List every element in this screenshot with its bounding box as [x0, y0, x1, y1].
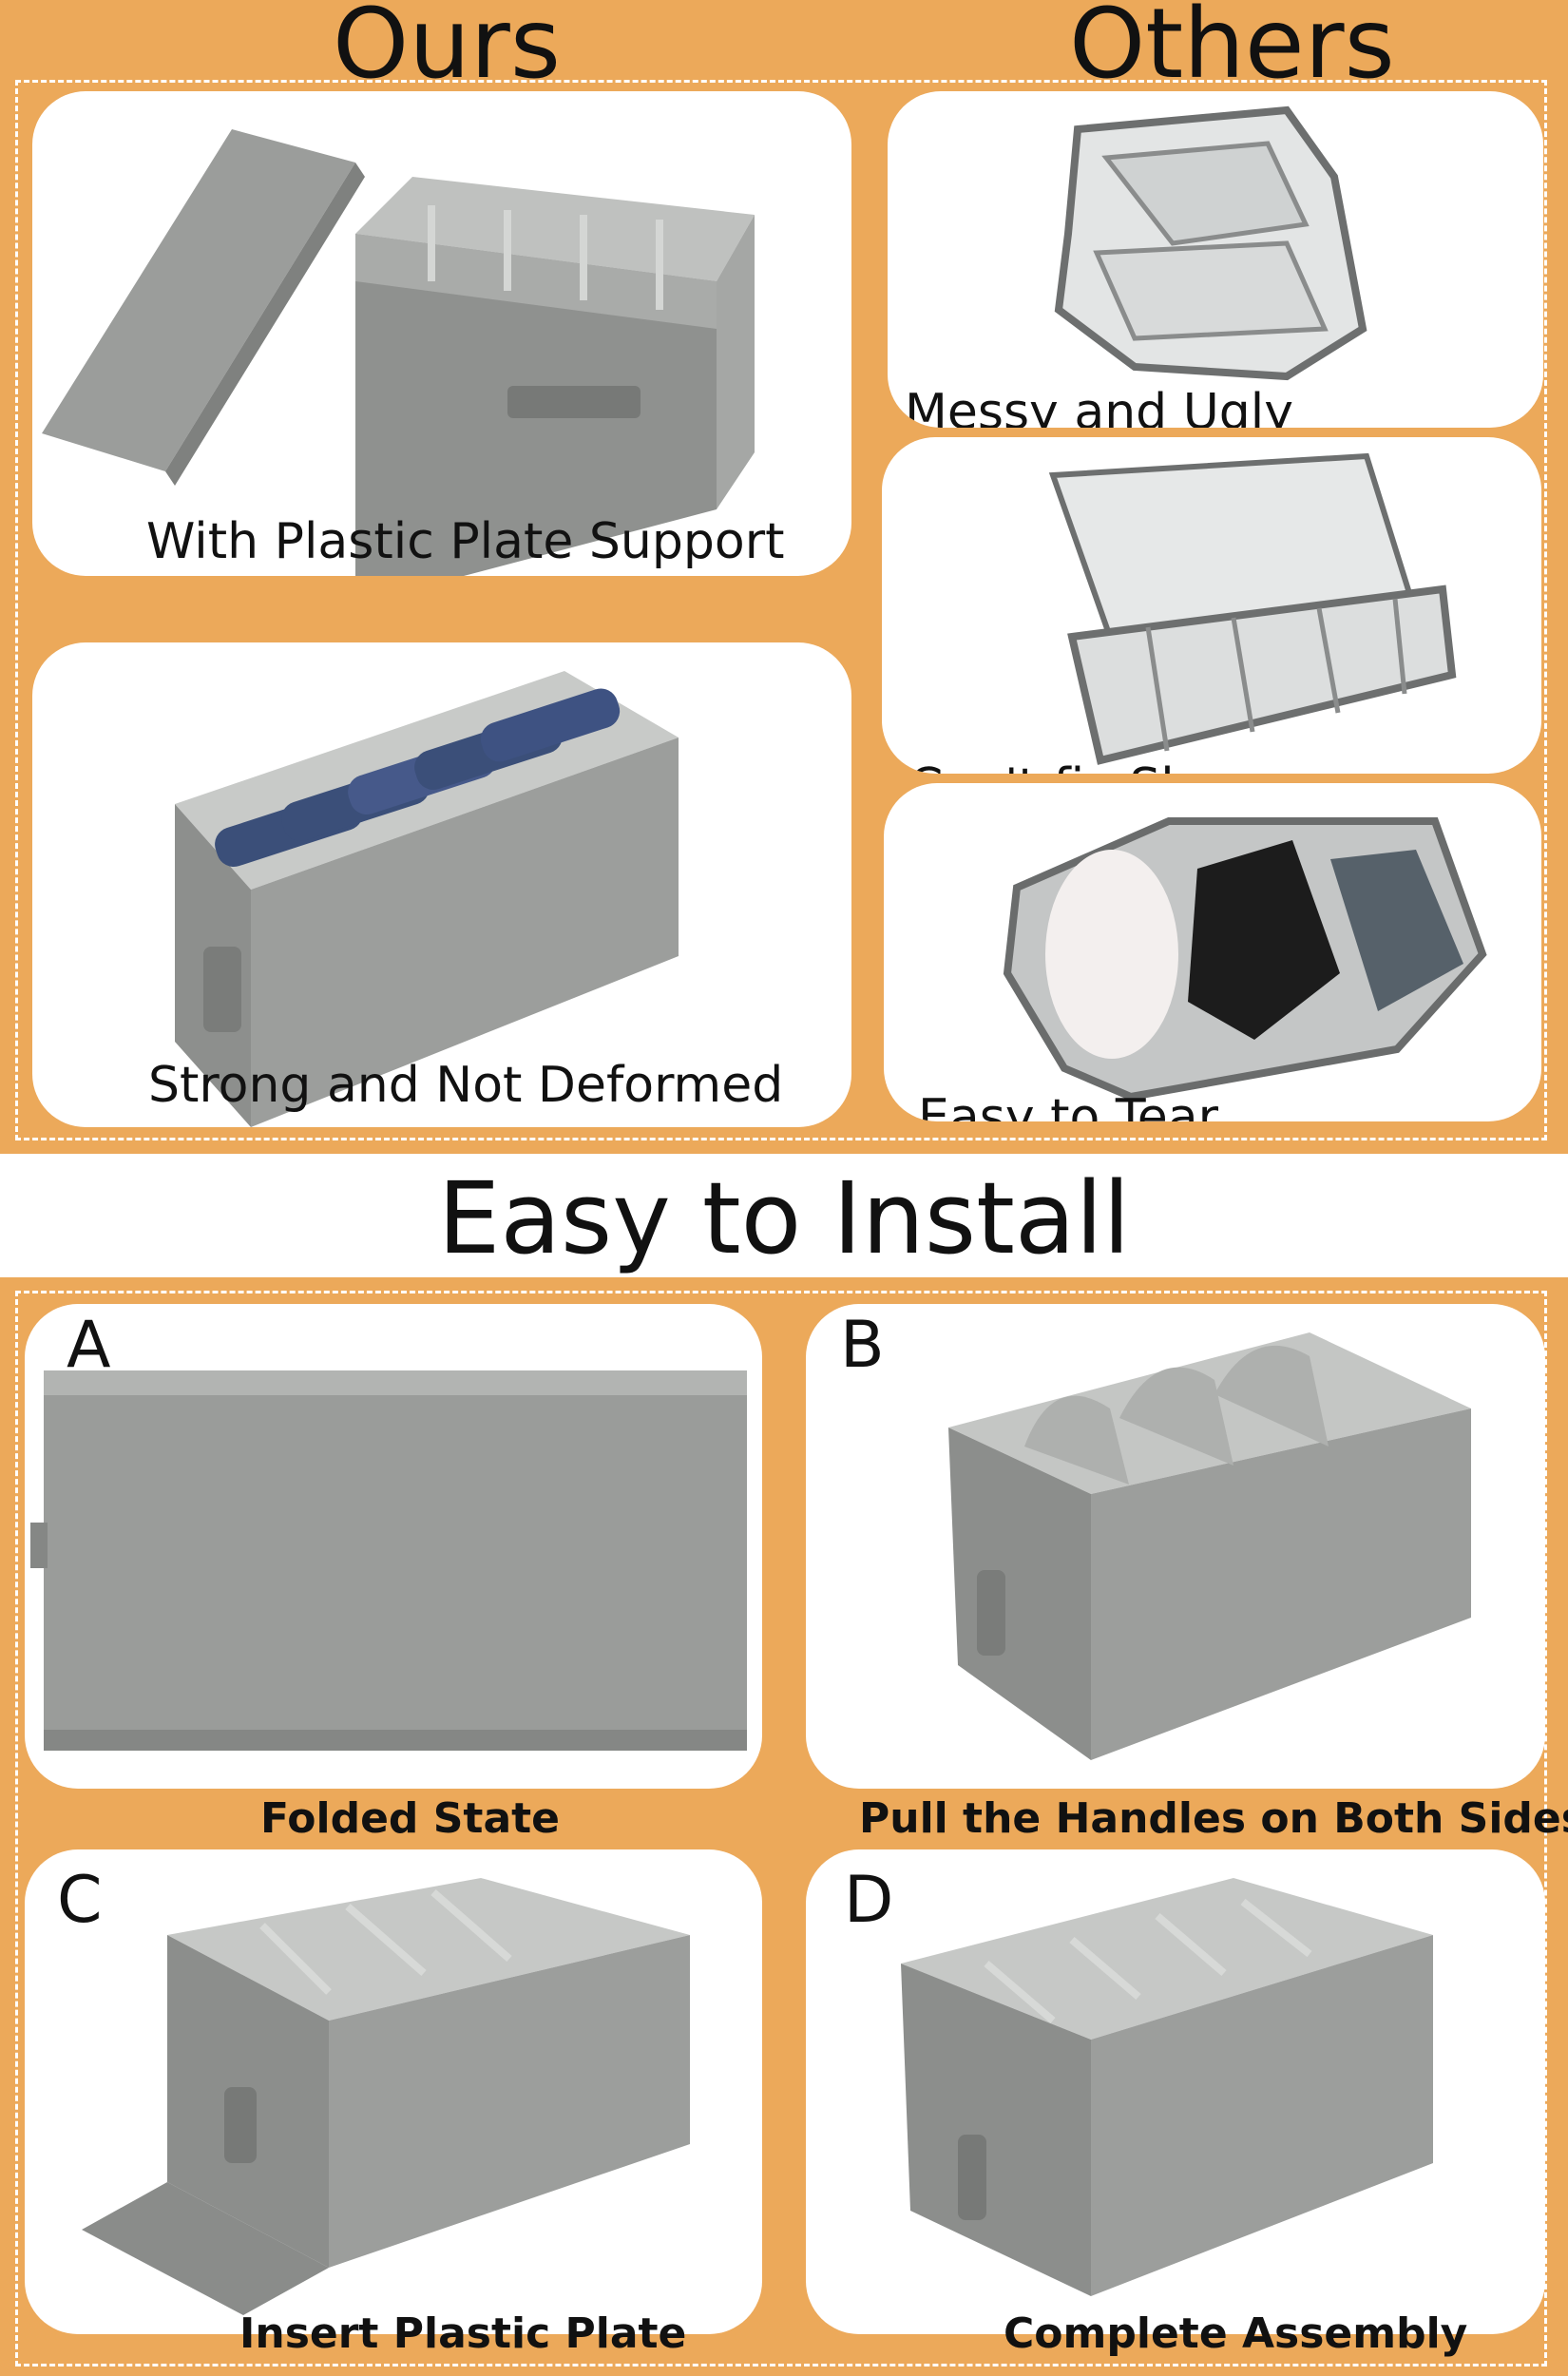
gray-storage-box-with-lid-image — [42, 129, 755, 576]
collapsed-mesh-organizer-image — [1054, 105, 1367, 381]
step-d-letter: D — [844, 1863, 894, 1938]
ours-heading: Ours — [333, 0, 562, 101]
others-caption-1: Messy and Ugly — [905, 384, 1293, 428]
flattened-mesh-organizer-image — [1048, 452, 1457, 765]
others-card-messy: Messy and Ugly — [888, 91, 1543, 428]
ours-card-plate-support: With Plastic Plate Support — [32, 91, 851, 576]
step-b-caption: Pull the Handles on Both Sides — [859, 1794, 1568, 1843]
others-caption-2: Can't fix Shape — [908, 762, 1284, 774]
step-d-caption: Complete Assembly — [1004, 2309, 1468, 2358]
others-heading: Others — [1069, 0, 1395, 101]
step-d-card: D — [806, 1849, 1545, 2334]
gray-storage-box-with-folded-jeans-image — [175, 671, 679, 1127]
dashed-border — [15, 1291, 1547, 2366]
others-card-tear: Easy to Tear — [884, 783, 1541, 1121]
install-title-bar: Easy to Install — [0, 1154, 1568, 1277]
step-b-card: B — [806, 1304, 1545, 1789]
others-card-shape: Can't fix Shape — [882, 437, 1541, 774]
dashed-border — [15, 80, 1547, 1140]
step-c-letter: C — [57, 1863, 103, 1938]
assembled-storage-box-image — [901, 1878, 1433, 2296]
step-c-card: C — [25, 1849, 762, 2334]
box-with-plate-inserted-image — [82, 1878, 690, 2315]
step-c-caption: Insert Plastic Plate — [239, 2309, 687, 2358]
install-steps-section: A Folded State B Pull the Handles on Bot… — [0, 1277, 1568, 2376]
others-caption-3: Easy to Tear — [918, 1089, 1219, 1121]
ours-caption-1: With Plastic Plate Support — [146, 513, 785, 570]
comparison-section: Ours Others With Plastic Plate — [0, 0, 1568, 1154]
step-b-letter: B — [840, 1308, 885, 1383]
ours-caption-2: Strong and Not Deformed — [148, 1057, 784, 1114]
step-a-card: A — [25, 1304, 762, 1789]
step-a-letter: A — [67, 1308, 111, 1383]
step-a-caption: Folded State — [260, 1794, 561, 1843]
folded-storage-box-image — [30, 1370, 747, 1751]
box-being-opened-image — [948, 1332, 1471, 1760]
overfilled-mesh-organizer-image — [1003, 817, 1487, 1102]
install-title: Easy to Install — [437, 1160, 1131, 1276]
ours-card-not-deformed: Strong and Not Deformed — [32, 642, 851, 1127]
